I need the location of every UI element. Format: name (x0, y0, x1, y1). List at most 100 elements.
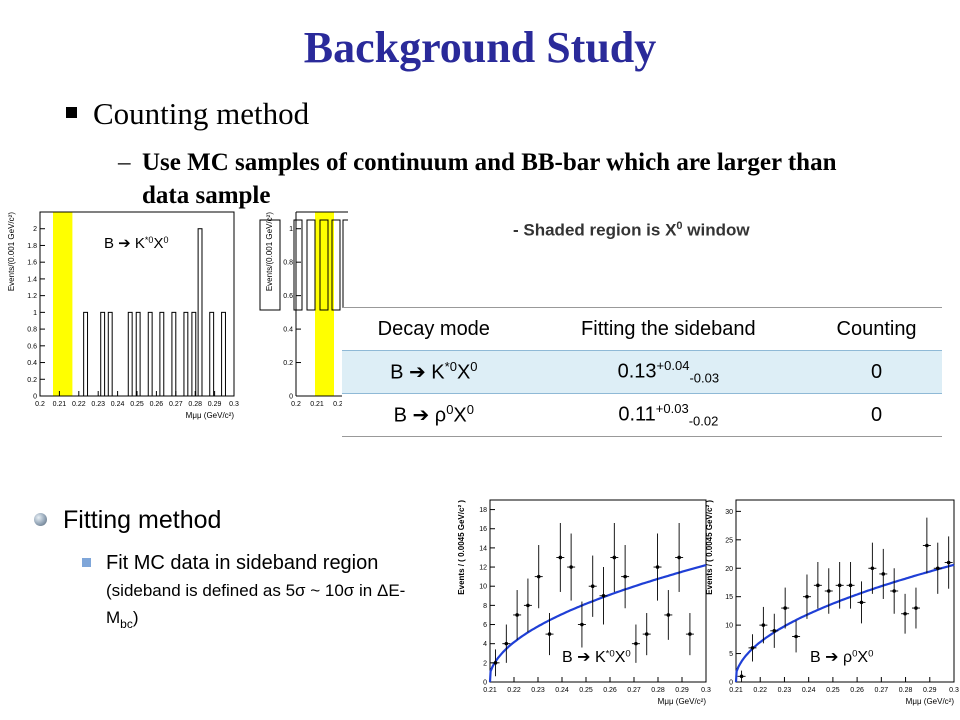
histogram-bin (331, 219, 341, 311)
data-point (655, 565, 660, 569)
y-tick-label: 0.6 (27, 343, 37, 350)
y-axis-label: Events / ( 0.0045 GeV/c² ) (457, 500, 466, 595)
histogram-bin (171, 311, 177, 397)
fit-minus: -0.03 (689, 370, 720, 386)
x-tick-label: 0.27 (627, 687, 641, 694)
y-tick-label: 18 (479, 507, 487, 514)
y-tick-label: 1.8 (27, 243, 37, 250)
y-tick-label: 1 (33, 310, 37, 317)
histogram-bin (127, 311, 133, 397)
y-tick-label: 0.2 (27, 377, 37, 384)
data-point (644, 632, 649, 636)
sub-bullet-text: Fit MC data in sideband region (sideband… (106, 550, 416, 637)
table-header-row: Decay mode Fitting the sideband Counting (342, 307, 942, 351)
histogram-bin (191, 311, 197, 397)
data-point (612, 555, 617, 560)
fit-value: 0.13 (617, 360, 657, 383)
data-point (870, 566, 875, 571)
x-axis-label: Mμμ (GeV/c²) (658, 697, 707, 706)
fit-sub-subscript: bc (120, 617, 133, 631)
histogram-bin (135, 311, 141, 397)
fit-cell: 0.13+0.04-0.03 (526, 351, 811, 394)
data-point (634, 641, 638, 646)
table-header-cell: Decay mode (342, 307, 526, 351)
data-point (805, 594, 809, 599)
bullet-label: Counting method (93, 96, 310, 131)
y-tick-label: 1.6 (27, 260, 37, 267)
y-tick-label: 15 (725, 594, 733, 601)
count-cell: 0 (870, 360, 883, 383)
x-tick-label: 0.26 (603, 687, 617, 694)
y-tick-label: 8 (483, 603, 487, 610)
x-tick-label: 0.21 (53, 401, 67, 408)
y-tick-label: 0.6 (283, 293, 293, 300)
ball-bullet-icon (34, 513, 47, 526)
x-tick-label: 0.21 (483, 687, 497, 694)
data-point (903, 611, 907, 616)
data-point (623, 574, 627, 579)
data-point (739, 674, 744, 679)
bullet-label: Fitting method (63, 506, 222, 534)
x-tick-label: 0.25 (579, 687, 593, 694)
y-tick-label: 1.2 (27, 293, 37, 300)
data-point (881, 572, 886, 576)
data-point (601, 593, 606, 598)
y-tick-label: 4 (483, 641, 487, 648)
data-point (772, 629, 777, 633)
y-tick-label: 0 (483, 680, 487, 687)
fit-text-small: (sideband is defined as 5σ ~ 10σ in ΔE-M (106, 581, 406, 627)
histogram-bin (197, 228, 203, 397)
histogram-bin (306, 219, 316, 311)
y-tick-label: 0.8 (283, 260, 293, 267)
data-point (859, 600, 864, 605)
bullet-fitting-method: Fitting method (34, 506, 221, 535)
y-tick-label: 25 (725, 537, 733, 544)
data-point (558, 555, 563, 560)
x-tick-label: 0.23 (91, 401, 105, 408)
fit-value: 0.11 (618, 403, 656, 426)
y-tick-label: 5 (729, 651, 733, 658)
y-tick-label: 0.4 (283, 327, 293, 334)
mode-x-sup: 0 (470, 359, 478, 375)
data-point (526, 603, 530, 608)
x-tick-label: 0.22 (507, 687, 521, 694)
results-table: Decay mode Fitting the sideband Counting… (342, 307, 942, 437)
mode-text: B ➔ ρ (393, 404, 447, 427)
x-tick-label: 0.25 (826, 687, 840, 694)
x-tick-label: 0.21 (729, 687, 743, 694)
x-tick-label: 0.24 (555, 687, 569, 694)
x-tick-label: 0.26 (150, 401, 164, 408)
y-tick-label: 0.4 (27, 360, 37, 367)
shaded-region (52, 212, 73, 396)
mode-sup: 0 (446, 402, 454, 418)
bullet-counting-method: Counting method (66, 96, 309, 132)
y-tick-label: 10 (725, 623, 733, 630)
y-tick-label: 0 (33, 394, 37, 401)
histogram-bin (83, 311, 89, 397)
data-point (794, 634, 798, 639)
y-tick-label: 12 (479, 565, 487, 572)
x-tick-label: 0.25 (130, 401, 144, 408)
shaded-region (315, 212, 334, 396)
plot-title: B ➔ K*0X0 (104, 235, 168, 252)
data-point (946, 560, 951, 565)
x-tick-label: 0.2 (291, 401, 301, 408)
data-point (826, 589, 831, 593)
x-axis-label: Mμμ (GeV/c²) (906, 697, 955, 706)
x-tick-label: 0.2 (333, 401, 343, 408)
data-point (580, 622, 584, 627)
y-tick-label: 0.2 (283, 360, 293, 367)
data-point (848, 583, 853, 588)
note-sup: 0 (676, 220, 683, 232)
sub-bullet-text: Use MC samples of continuum and BB-bar w… (142, 149, 837, 209)
histogram-bin (319, 219, 329, 311)
mode-x: X (456, 361, 471, 384)
x-axis-label: Mμμ (GeV/c²) (186, 411, 235, 420)
y-axis-label: Events / ( 0.0045 GeV/c² ) (705, 500, 714, 595)
histogram-bin (147, 311, 153, 397)
y-tick-label: 14 (479, 545, 487, 552)
data-point (536, 574, 541, 579)
histogram-bin (107, 311, 113, 397)
